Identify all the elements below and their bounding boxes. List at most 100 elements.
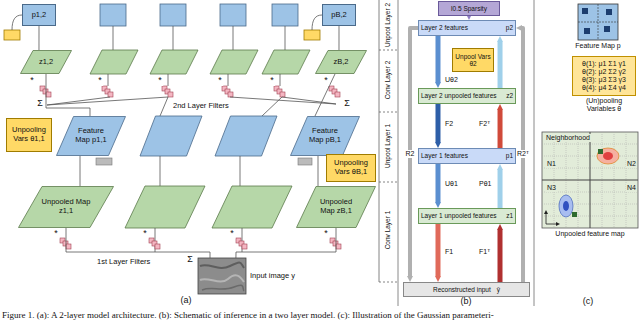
link-line	[233, 26, 234, 50]
filter	[168, 92, 173, 97]
node-label: θ(2): μ2 Σ2 γ2	[582, 68, 626, 76]
flow-arrow	[498, 110, 503, 148]
layer-label: Unpool Layer 1	[384, 123, 391, 169]
map-outline	[19, 187, 114, 228]
node-label: p1,2	[32, 11, 47, 20]
sum-line	[47, 97, 168, 105]
convolution-symbol: *	[142, 229, 148, 239]
filter-stack	[40, 86, 340, 97]
node-label: Feature Map pB,1	[305, 127, 345, 144]
neighborhood-label: N4	[626, 184, 637, 192]
neighborhood-divider	[542, 180, 638, 181]
edge-label: F1	[444, 248, 454, 256]
unpooled-map	[90, 50, 138, 74]
input-image	[198, 258, 246, 294]
filter-stack	[60, 238, 341, 249]
node-label: ŷ	[497, 286, 500, 293]
gaussian-center	[563, 201, 569, 211]
input-band: Reconstructed input ŷ	[403, 282, 530, 297]
unpooled-grid	[542, 132, 638, 228]
node-caption: Feature Map p	[563, 42, 633, 50]
node-label: zB,2	[333, 58, 348, 67]
node-label: Unpooling Vars θB,1	[329, 159, 373, 176]
connection-line	[80, 156, 81, 186]
neighborhood-label: N2	[626, 160, 637, 168]
layer-divider	[379, 50, 397, 51]
max-location	[572, 212, 577, 217]
unpooling-vars: Unpool Vars θ2	[452, 48, 494, 72]
gaussian	[559, 195, 573, 217]
connection-line	[46, 74, 90, 116]
filter	[280, 92, 285, 97]
layer-divider	[379, 282, 397, 283]
layer-band: Layer 2 featuresp2	[418, 20, 516, 36]
node-label: Layer 1 unpooled features	[421, 212, 497, 219]
node-label: θ(3): μ3 Σ3 γ3	[582, 76, 626, 84]
sum-line	[230, 97, 336, 104]
unpooled-grid: Unpooled feature map	[542, 132, 638, 228]
panel-label: (b)	[460, 297, 473, 307]
edge-label: Pθ1	[478, 180, 492, 188]
sum-line	[282, 97, 336, 104]
unpooled-map: z1,2	[20, 50, 72, 74]
node-label: Reconstructed input	[433, 286, 491, 293]
sparsity-tag	[298, 158, 312, 165]
node-caption: Unpooled feature map	[542, 230, 638, 238]
edge-label: Uθ1	[444, 180, 459, 188]
unpooling-vars: Unpooling Vars θ1,1	[6, 118, 52, 152]
map-outline	[21, 51, 72, 74]
link-line	[312, 15, 322, 30]
filter	[228, 92, 233, 97]
layer-divider	[379, 112, 397, 113]
link-line	[108, 74, 109, 86]
link-line	[160, 156, 161, 186]
feature-map: p1,2	[22, 4, 56, 26]
node-label: θ(1): μ1 Σ1 γ1	[582, 60, 626, 68]
flow-arrow	[435, 164, 440, 202]
panel-divider	[398, 0, 399, 306]
node-label: Layer 2 unpooled features	[421, 92, 497, 99]
unpooled-map: Unpooled Map zB,1	[296, 186, 376, 228]
convolution-symbol: *	[229, 229, 235, 239]
sum-line	[47, 97, 110, 105]
convolution-symbol: *	[217, 76, 223, 86]
node-label: θ(4): μ4 Σ4 γ4	[582, 84, 626, 92]
node-label: Feature Map p1,1	[71, 127, 111, 144]
sparsity-tag	[96, 158, 112, 165]
flow-arrow	[498, 42, 503, 88]
filter	[335, 92, 340, 97]
input-image: Input image y	[198, 258, 246, 294]
feature-cell	[606, 9, 612, 15]
edge-label: F1ᵀ	[478, 248, 491, 256]
edge-label: Uθ2	[444, 76, 459, 84]
node-label: z1,2	[39, 58, 53, 67]
filter-label: 1st Layer Filters	[96, 258, 151, 266]
map-outline	[316, 51, 367, 74]
node-label: Layer 2 features	[421, 24, 468, 31]
gaussian	[597, 148, 619, 164]
figure-caption: Figure 1. (a): A 2-layer model architect…	[2, 310, 494, 320]
connection-line	[318, 156, 319, 186]
feature-map	[220, 4, 246, 26]
link-line	[168, 74, 169, 86]
filter	[155, 244, 160, 249]
flow-arrow	[435, 104, 440, 142]
max-location	[598, 149, 603, 154]
panel-label: (a)	[180, 296, 193, 306]
feature-cell	[584, 28, 590, 34]
flow-arrow	[435, 224, 440, 276]
feature-map	[215, 116, 277, 156]
convolution-symbol: *	[269, 76, 275, 86]
node-caption: (Un)pooling Variables θ	[571, 97, 637, 113]
unpooling-vars	[4, 30, 20, 40]
node-label: z2	[506, 92, 513, 99]
link-line	[285, 26, 286, 50]
layer-label: Unpool Layer 2	[384, 2, 391, 48]
link-line	[280, 74, 281, 86]
feature-map: Feature Map pB,1	[290, 116, 360, 156]
layer-label: Conv Layer 2	[384, 60, 391, 101]
unpooled-map	[125, 186, 205, 228]
grid-lines	[542, 132, 638, 228]
layer-band: Layer 1 featuresp1	[418, 148, 516, 164]
